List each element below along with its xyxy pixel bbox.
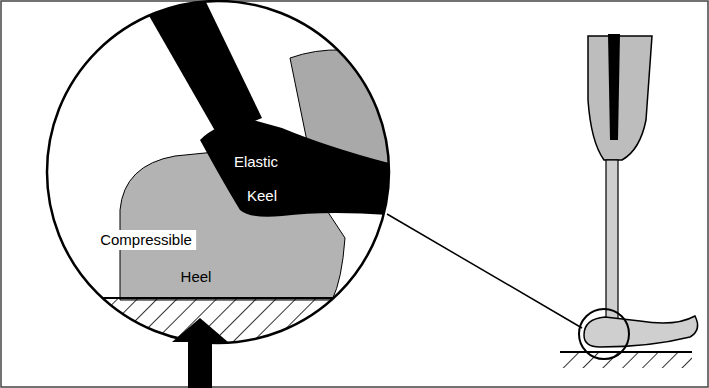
prosthesis — [560, 34, 698, 368]
part-label: Compressible — [96, 230, 196, 250]
label-holder: Compressible — [96, 230, 196, 250]
zoom-circle — [47, 1, 389, 343]
label-holder: Elastic — [234, 153, 278, 171]
ground-hatch-small — [560, 352, 692, 368]
prosthetic-foot — [584, 316, 698, 347]
part-label: Elastic — [234, 153, 278, 171]
label-holder: Keel — [247, 187, 277, 205]
ground-line-small — [560, 351, 692, 353]
part-label: Heel — [181, 268, 212, 286]
residual-limb — [608, 34, 620, 140]
elastic-keel — [200, 119, 400, 217]
ground-line — [30, 297, 410, 299]
pylon-tube — [606, 160, 618, 320]
zoom-leader-line — [387, 214, 582, 328]
socket — [588, 36, 652, 160]
label-holder: Heel — [181, 268, 212, 286]
ground-hatch — [30, 298, 410, 358]
ground-reaction-arrow — [172, 318, 228, 388]
zoom-detail — [30, 0, 410, 358]
part-label: Keel — [247, 187, 277, 205]
pylon-adapter — [140, 0, 262, 136]
